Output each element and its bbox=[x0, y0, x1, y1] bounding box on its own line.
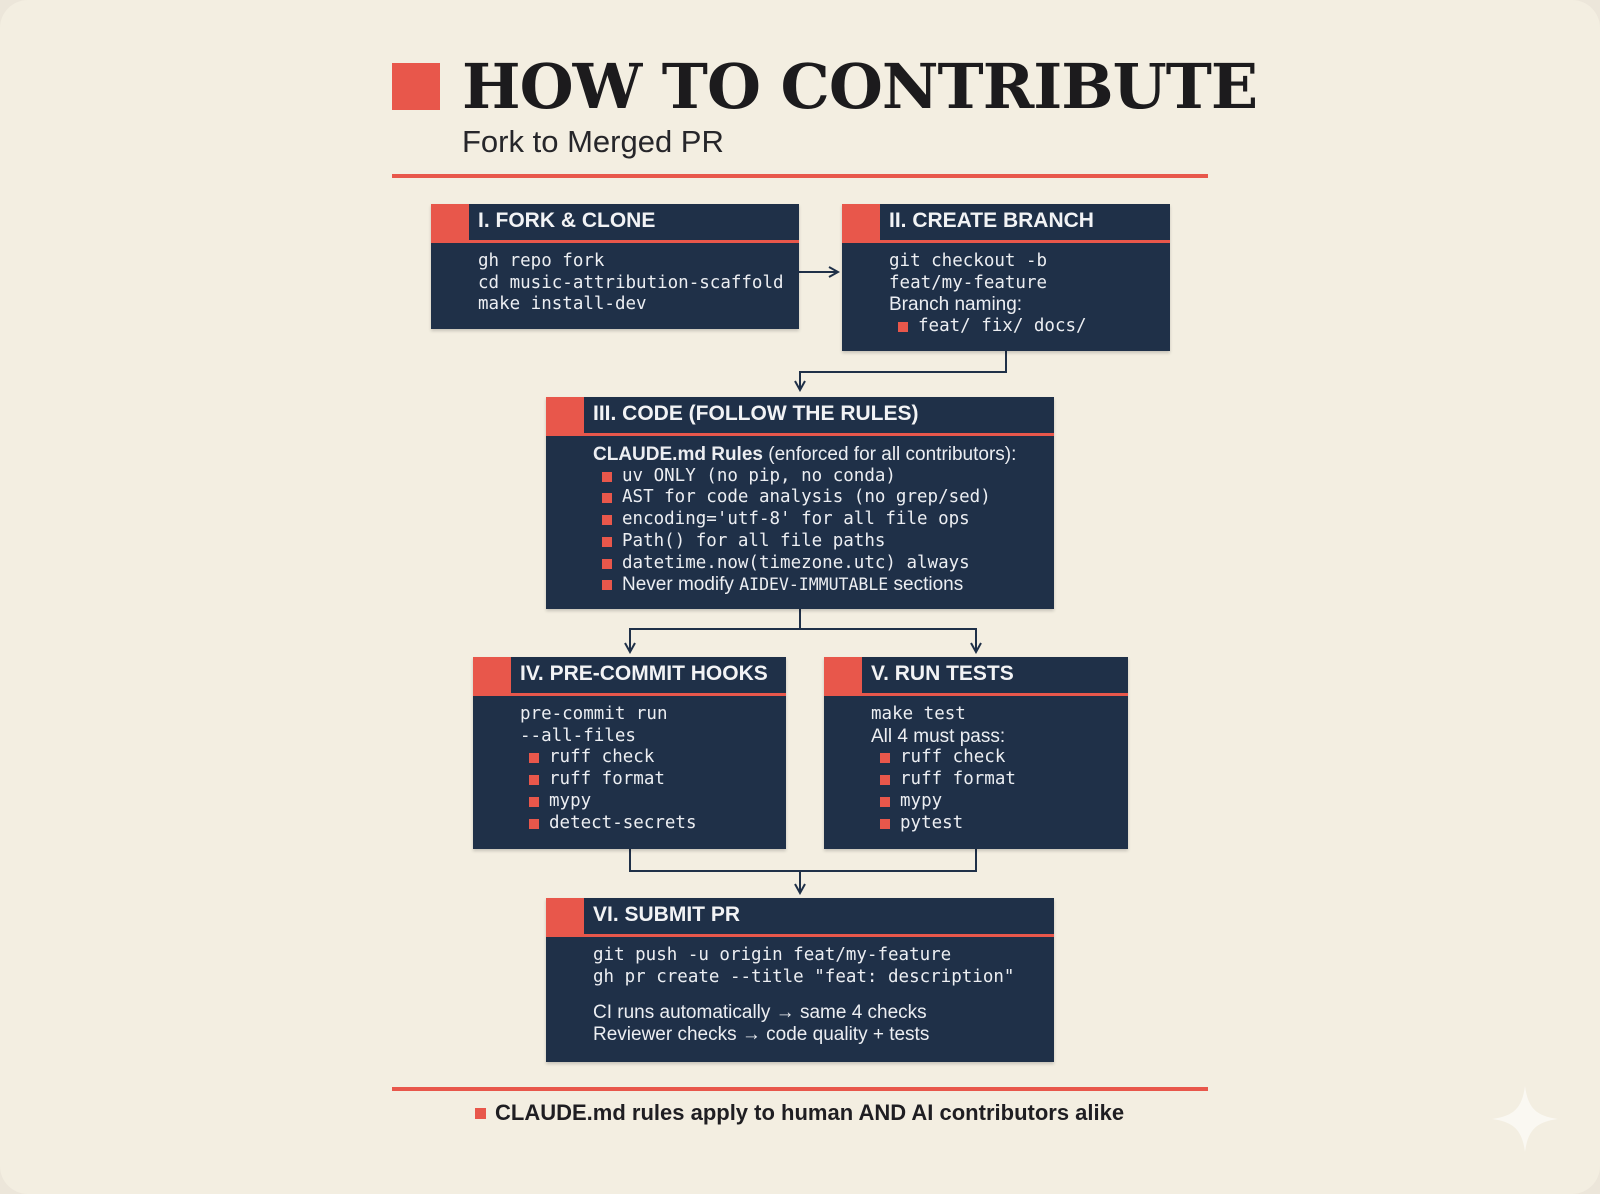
submit-note: CI runs automatically → same 4 checks bbox=[593, 1002, 927, 1024]
command-line: make install-dev bbox=[478, 294, 647, 315]
hook-item: detect-secrets bbox=[520, 813, 786, 835]
step-title: V. RUN TESTS bbox=[871, 662, 1014, 685]
command-line: gh pr create --title "feat: description" bbox=[593, 966, 1015, 987]
step-title: III. CODE (FOLLOW THE RULES) bbox=[593, 402, 919, 425]
command-line: git push -u origin feat/my-feature bbox=[593, 945, 952, 965]
check-item: ruff check bbox=[871, 747, 1128, 769]
step-header: II. CREATE BRANCH bbox=[842, 204, 1170, 243]
page-subtitle: Fork to Merged PR bbox=[462, 124, 724, 159]
rule-item: AST for code analysis (no grep/sed) bbox=[593, 487, 1054, 509]
footer-divider bbox=[392, 1087, 1208, 1091]
sparkle-icon bbox=[1492, 1086, 1558, 1152]
footer-note: CLAUDE.md rules apply to human AND AI co… bbox=[495, 1100, 1125, 1125]
must-pass-label: All 4 must pass: bbox=[871, 725, 1006, 747]
command-line: git checkout -b bbox=[889, 251, 1048, 271]
check-item: pytest bbox=[871, 813, 1128, 835]
rules-intro-bold: CLAUDE.md Rules bbox=[593, 444, 763, 465]
step-title: I. FORK & CLONE bbox=[478, 209, 656, 232]
rule-item: uv ONLY (no pip, no conda) bbox=[593, 466, 1054, 488]
step-header: IV. PRE-COMMIT HOOKS bbox=[473, 657, 786, 696]
hook-item: ruff format bbox=[520, 769, 786, 791]
step-create-branch: II. CREATE BRANCH git checkout -b feat/m… bbox=[842, 204, 1170, 351]
step-accent bbox=[431, 204, 469, 243]
rules-intro: CLAUDE.md Rules (enforced for all contri… bbox=[593, 444, 1054, 466]
check-item: ruff format bbox=[871, 769, 1128, 791]
rule-text: Never modify bbox=[622, 574, 740, 596]
check-item: mypy bbox=[871, 791, 1128, 813]
rule-item: encoding='utf-8' for all file ops bbox=[593, 509, 1054, 531]
step-accent bbox=[546, 898, 584, 937]
title-accent-square bbox=[392, 63, 440, 110]
hook-item: ruff check bbox=[520, 747, 786, 769]
page-title: HOW TO CONTRIBUTE bbox=[462, 50, 1258, 123]
connector-code-to-hooks bbox=[630, 609, 801, 652]
step-code-rules: III. CODE (FOLLOW THE RULES) CLAUDE.md R… bbox=[546, 397, 1054, 609]
hook-item: mypy bbox=[520, 791, 786, 813]
step-header: VI. SUBMIT PR bbox=[546, 898, 1054, 937]
connector-hooks-tests-merge bbox=[629, 849, 977, 872]
step-accent bbox=[842, 204, 880, 243]
command-line: pre-commit run bbox=[520, 704, 668, 724]
step-title: VI. SUBMIT PR bbox=[593, 903, 741, 926]
footer-bullet bbox=[475, 1108, 486, 1119]
step-title: IV. PRE-COMMIT HOOKS bbox=[520, 662, 768, 685]
command-line: make test bbox=[871, 704, 966, 724]
step-submit-pr: VI. SUBMIT PR git push -u origin feat/my… bbox=[546, 898, 1054, 1062]
step-title: II. CREATE BRANCH bbox=[889, 209, 1094, 232]
branch-naming-label: Branch naming: bbox=[889, 294, 1023, 316]
step-header: III. CODE (FOLLOW THE RULES) bbox=[546, 397, 1054, 436]
command-line: --all-files bbox=[520, 725, 636, 746]
step-accent bbox=[824, 657, 862, 696]
branch-naming-bullet: feat/ fix/ docs/ bbox=[889, 316, 1170, 338]
step-run-tests: V. RUN TESTS make test All 4 must pass: … bbox=[824, 657, 1128, 849]
rule-item: Never modify AIDEV-IMMUTABLE sections bbox=[593, 574, 1054, 596]
command-line: gh repo fork bbox=[478, 251, 605, 271]
step-header: V. RUN TESTS bbox=[824, 657, 1128, 696]
step-accent bbox=[546, 397, 584, 436]
rule-item: datetime.now(timezone.utc) always bbox=[593, 553, 1054, 575]
submit-note: Reviewer checks → code quality + tests bbox=[593, 1024, 930, 1046]
step-pre-commit-hooks: IV. PRE-COMMIT HOOKS pre-commit run --al… bbox=[473, 657, 786, 849]
command-line: feat/my-feature bbox=[889, 272, 1048, 293]
step-header: I. FORK & CLONE bbox=[431, 204, 799, 243]
rule-code: AIDEV-IMMUTABLE bbox=[739, 575, 889, 595]
command-line: cd music-attribution-scaffold bbox=[478, 272, 784, 293]
rules-intro-rest: (enforced for all contributors): bbox=[762, 444, 1017, 465]
connector-branch-to-code bbox=[800, 351, 1007, 390]
header-divider bbox=[392, 174, 1208, 178]
connector-code-to-tests bbox=[800, 628, 976, 652]
step-fork-clone: I. FORK & CLONE gh repo fork cd music-at… bbox=[431, 204, 799, 329]
rule-item: Path() for all file paths bbox=[593, 531, 1054, 553]
rule-text: sections bbox=[888, 574, 964, 596]
step-accent bbox=[473, 657, 511, 696]
